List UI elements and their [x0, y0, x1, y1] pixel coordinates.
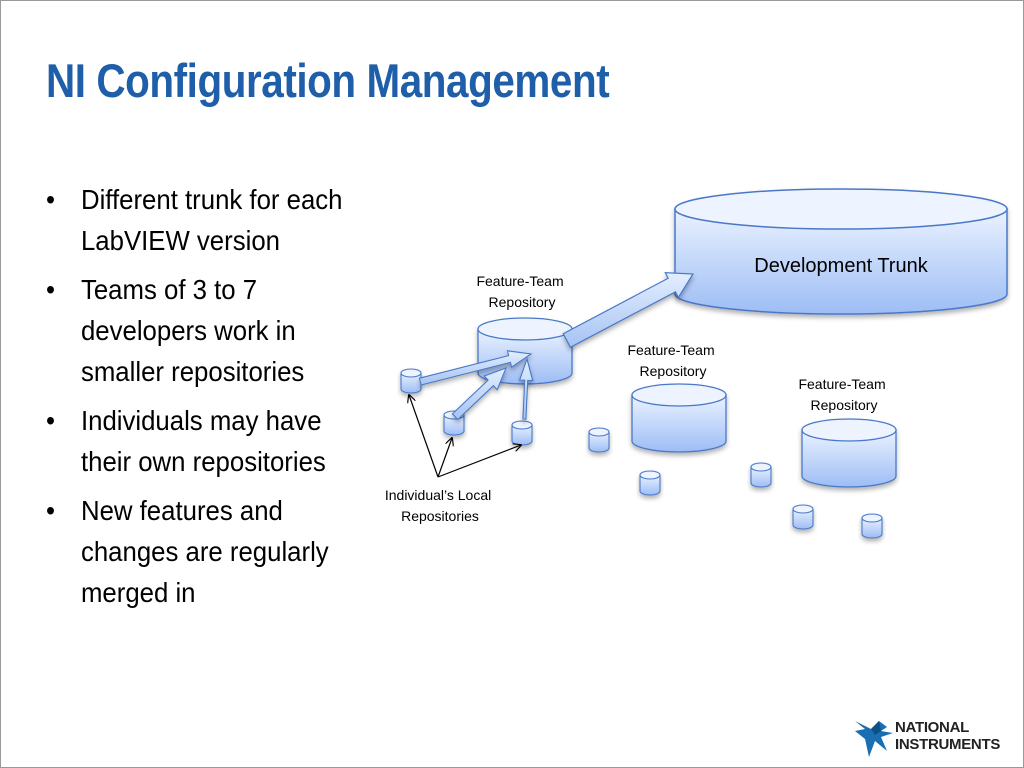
local-repository-cylinder: [861, 513, 883, 539]
merge-arrow-local-to-team: [418, 350, 533, 386]
bullet-glyph: •: [46, 274, 56, 305]
merge-arrow-to-trunk: [562, 271, 695, 349]
callout-arrow: [437, 438, 452, 478]
feature-team-cylinder: [801, 418, 897, 488]
bullet-text: Teams of 3 to 7 developers work in small…: [80, 274, 305, 387]
bullet-list: • Different trunk for each LabVIEW versio…: [46, 179, 386, 621]
bullet-text: New features and changes are regularly m…: [80, 495, 329, 608]
local-repository-cylinder: [511, 420, 533, 446]
development-trunk-cylinder: [674, 188, 1008, 315]
bullet-item: • Teams of 3 to 7 developers work in smal…: [46, 269, 359, 392]
feature-team-label: Feature-Team Repository: [627, 342, 718, 379]
page-title: NI Configuration Management: [46, 54, 610, 107]
development-trunk-label: Development Trunk: [754, 255, 928, 277]
local-repository-cylinder: [792, 504, 814, 530]
callout-arrow: [409, 395, 439, 478]
feature-team-label: Feature-Team Repository: [798, 376, 889, 413]
merge-arrow-local-to-team: [451, 367, 507, 421]
bullet-item: • Different trunk for each LabVIEW versio…: [46, 179, 359, 261]
feature-team-label: Feature-Team Repository: [476, 273, 567, 310]
ni-logo: NATIONAL INSTRUMENTS: [853, 717, 1013, 761]
logo-line-2: INSTRUMENTS: [895, 736, 1001, 753]
bullet-glyph: •: [46, 495, 56, 526]
merge-arrow-local-to-team: [518, 357, 534, 420]
logo-line-1: NATIONAL: [895, 719, 969, 736]
local-repository-cylinder: [588, 427, 610, 453]
feature-team-cylinder: [631, 383, 727, 453]
local-repository-cylinder: [400, 368, 422, 394]
local-repositories-label: Individual’s Local Repositories: [385, 487, 495, 524]
ni-eagle-icon: [855, 721, 893, 757]
local-repository-cylinder: [750, 462, 772, 488]
bullet-text: Individuals may have their own repositor…: [80, 405, 326, 477]
bullet-item: • Individuals may have their own reposito…: [46, 400, 359, 482]
bullet-item: • New features and changes are regularly …: [46, 490, 359, 613]
callout-arrow: [437, 445, 521, 478]
bullet-text: Different trunk for each LabVIEW version: [80, 184, 343, 256]
bullet-glyph: •: [46, 184, 56, 215]
bullet-glyph: •: [46, 405, 56, 436]
ni-logo-text: NATIONAL INSTRUMENTS: [895, 719, 1000, 753]
local-repository-cylinder: [639, 470, 661, 496]
